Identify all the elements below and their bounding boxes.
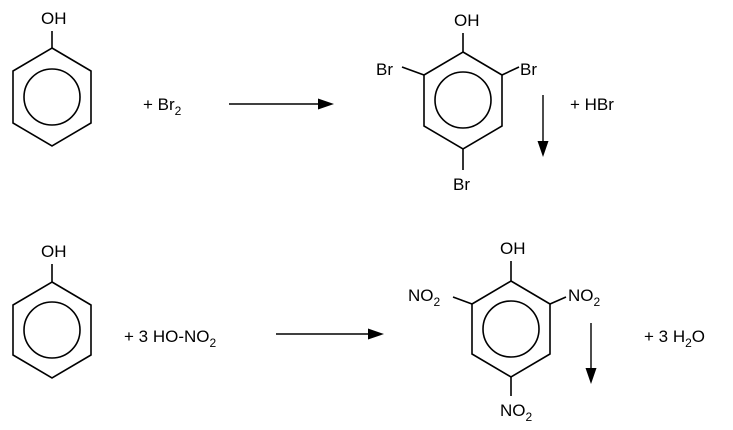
c-br-bond-right (501, 66, 520, 76)
reaction-arrow-2 (276, 328, 384, 340)
precipitate-arrow-1 (537, 95, 549, 157)
c-n-bond-left (452, 296, 473, 305)
trinitrophenol-product: OH NO2 NO2 NO2 (408, 239, 601, 424)
product-hydroxyl-label: OH (500, 239, 526, 258)
nitro-bottom-label: NO2 (500, 401, 533, 424)
aromatic-circle (482, 300, 540, 358)
aromatic-circle (23, 68, 81, 126)
reaction-2: OH + 3 HO-NO2 OH NO2 NO2 NO2 (12, 239, 705, 424)
reagent-nitric-acid: + 3 HO-NO2 (124, 327, 217, 350)
bromine-bottom-label: Br (453, 175, 470, 194)
c-n-bond-right (549, 296, 567, 305)
hydroxyl-label: OH (41, 9, 67, 28)
bromine-right-label: Br (520, 60, 537, 79)
nitro-right-label: NO2 (568, 286, 601, 309)
product-hydroxyl-label: OH (454, 11, 480, 30)
aromatic-circle (434, 71, 492, 129)
tribromophenol-product: OH Br Br Br (376, 11, 537, 194)
nitro-left-label: NO2 (408, 286, 441, 309)
phenol-reactant-2: OH (12, 242, 92, 379)
phenol-reactant-1: OH (12, 9, 92, 147)
reaction-1: OH + Br2 OH Br Br Br (12, 9, 614, 194)
benzene-ring (12, 281, 92, 379)
aromatic-circle (23, 301, 81, 359)
bromine-left-label: Br (376, 60, 393, 79)
reagent-bromine: + Br2 (143, 95, 182, 118)
reaction-arrow-1 (229, 98, 334, 110)
byproduct-water: + 3 H2O (644, 327, 705, 350)
byproduct-hbr: + HBr (570, 95, 614, 114)
hydroxyl-label: OH (41, 242, 67, 261)
c-br-bond-left (401, 66, 425, 76)
precipitate-arrow-2 (585, 323, 597, 384)
benzene-ring (12, 47, 92, 147)
